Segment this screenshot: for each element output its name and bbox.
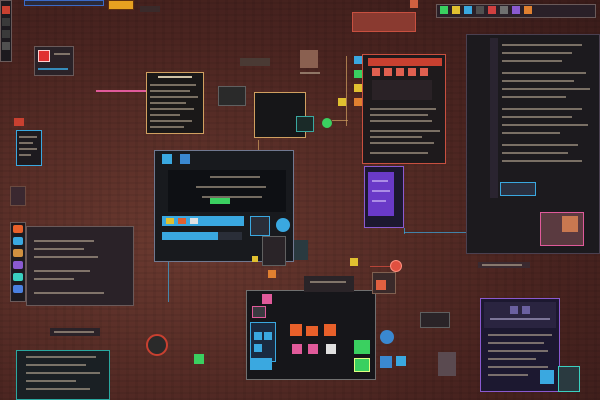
close-icon[interactable] (410, 0, 418, 8)
cloud-icon[interactable] (13, 273, 23, 281)
tool-icon-2[interactable] (354, 70, 362, 78)
tool-icon-5[interactable] (338, 98, 346, 106)
top-tag (140, 6, 160, 12)
tool-icon-1[interactable] (354, 56, 362, 64)
record-node-icon[interactable] (390, 260, 402, 272)
tool-icon-3[interactable] (354, 84, 362, 92)
left-info-panel (26, 226, 134, 306)
node-panel (254, 92, 306, 138)
globe-icon[interactable] (13, 237, 23, 245)
orange-app-icon-3[interactable] (324, 324, 336, 336)
alert-icon[interactable] (38, 50, 50, 62)
doc-action-button[interactable] (500, 182, 536, 196)
wifi-icon[interactable] (440, 6, 448, 14)
bottom-left-panel (16, 350, 110, 400)
mail-icon[interactable] (13, 285, 23, 293)
bell-icon[interactable] (476, 6, 484, 14)
dialog-device-icon[interactable] (250, 216, 270, 236)
yellow-dot-icon (350, 258, 358, 266)
dialog-progress-fill (162, 232, 218, 240)
notification-banner[interactable] (352, 12, 416, 32)
pink-tile-2[interactable] (308, 344, 318, 354)
purple-widget-body[interactable] (368, 172, 394, 216)
side-widget (10, 186, 26, 206)
dialog-btn-2[interactable] (178, 218, 186, 224)
dialog-app-icon (162, 154, 172, 164)
globe-app-icon[interactable] (380, 330, 394, 344)
chat-icon[interactable] (13, 249, 23, 257)
bottom-wide-button[interactable] (250, 358, 272, 370)
settings-icon[interactable] (2, 42, 10, 50)
inspector-preview (372, 80, 432, 100)
orange-app-icon[interactable] (290, 324, 302, 336)
inspector-icon-5[interactable] (420, 68, 428, 76)
dialog-settings-icon[interactable] (180, 154, 190, 164)
dialog-toolbar (162, 216, 244, 226)
cluster-panel (262, 236, 286, 266)
inspector-icon-2[interactable] (384, 68, 392, 76)
bottom-icon-3[interactable] (254, 344, 262, 352)
pink-tile-1[interactable] (292, 344, 302, 354)
inspector-header (368, 58, 442, 66)
battery-icon[interactable] (452, 6, 460, 14)
tool-icon-4[interactable] (354, 98, 362, 106)
blue-app-icon[interactable] (380, 356, 392, 368)
lock-icon[interactable] (512, 6, 520, 14)
app-grid-icon[interactable] (2, 6, 10, 14)
teal-widget[interactable] (558, 366, 580, 392)
fire-icon[interactable] (13, 225, 23, 233)
volume-icon[interactable] (464, 6, 472, 14)
purple-form-icon-2[interactable] (522, 306, 530, 314)
terminal-node-icon[interactable] (296, 116, 314, 132)
purple-form-header (484, 302, 556, 328)
record-icon[interactable] (488, 6, 496, 14)
purple-form-icon-1[interactable] (510, 306, 518, 314)
node-card-icon (376, 280, 386, 290)
address-tag (240, 58, 270, 66)
dialog-btn-1[interactable] (166, 218, 174, 224)
user-icon[interactable] (500, 6, 508, 14)
flag-icon[interactable] (14, 118, 24, 126)
bottom-panel-title-bar (304, 276, 354, 292)
green-check-icon[interactable] (354, 358, 370, 372)
house-icon[interactable] (300, 50, 318, 68)
blue-app-icon-2[interactable] (396, 356, 406, 366)
bottom-icon-2[interactable] (264, 332, 272, 340)
media-icon[interactable] (252, 306, 266, 318)
folder-icon[interactable] (2, 18, 10, 26)
power-icon[interactable] (524, 6, 532, 14)
mini-chart (218, 86, 246, 106)
top-bar-left (24, 0, 104, 6)
document-icon[interactable] (562, 216, 578, 232)
green-icon[interactable] (354, 340, 370, 354)
dialog-help-icon[interactable] (276, 218, 290, 232)
terminal-icon[interactable] (2, 30, 10, 38)
dialog-ok-chip[interactable] (210, 198, 230, 204)
inspector-icon-4[interactable] (408, 68, 416, 76)
dialog-btn-3[interactable] (190, 218, 198, 224)
white-tile[interactable] (326, 344, 336, 354)
cluster-card[interactable] (294, 240, 308, 260)
bug-icon[interactable] (146, 334, 168, 356)
pillar-widget (438, 352, 456, 376)
pink-app-icon[interactable] (262, 294, 272, 304)
purple-form-submit[interactable] (540, 370, 554, 384)
small-green-icon[interactable] (194, 354, 204, 364)
top-badge[interactable] (108, 0, 134, 10)
status-online-icon (322, 118, 332, 128)
music-icon[interactable] (13, 261, 23, 269)
pointer-line (96, 90, 146, 92)
inspector-icon-1[interactable] (372, 68, 380, 76)
doc-scrollbar[interactable] (490, 38, 498, 198)
orange-app-icon-2[interactable] (306, 326, 318, 336)
inspector-icon-3[interactable] (396, 68, 404, 76)
cluster-dot-1 (252, 256, 258, 262)
bottom-icon-1[interactable] (254, 332, 262, 340)
cluster-dot-2 (268, 270, 276, 278)
bottom-sidebar (250, 322, 276, 362)
right-mini-card (420, 312, 450, 328)
